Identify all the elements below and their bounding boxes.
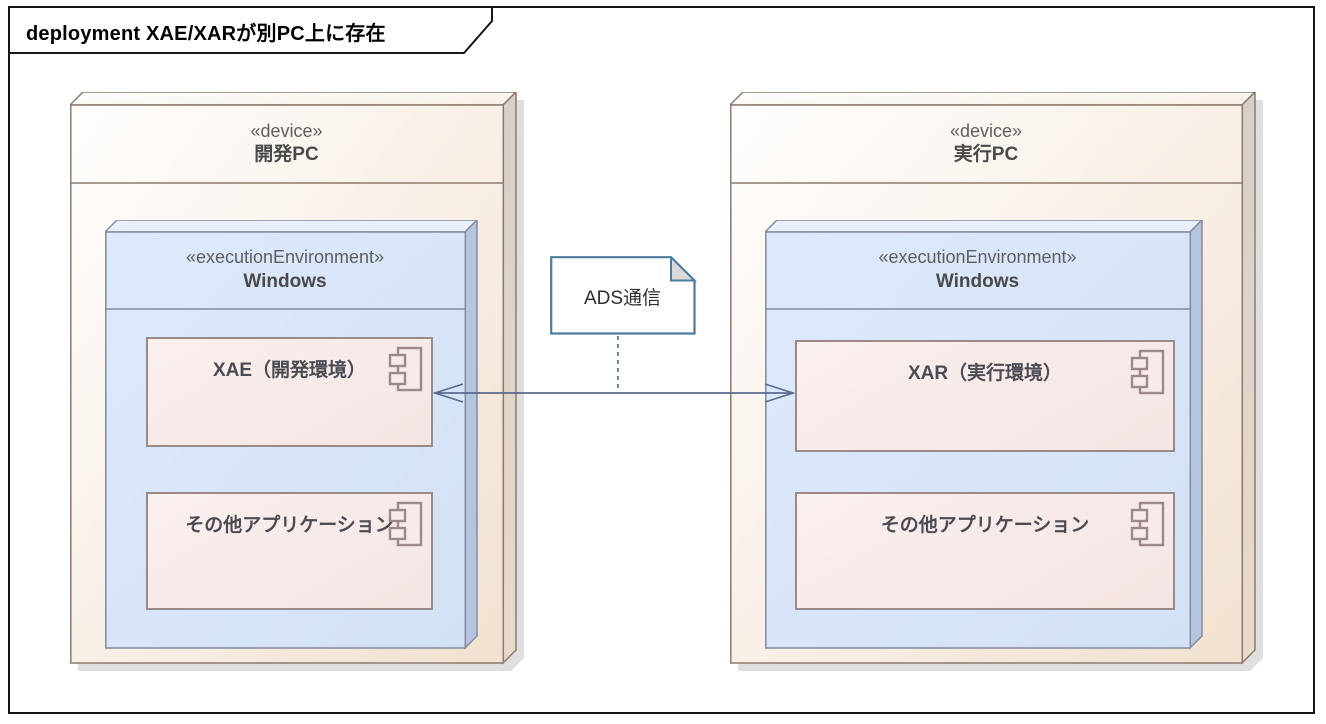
env-windows-left-stereotype: «executionEnvironment» bbox=[185, 247, 385, 268]
note-link-dashed-line bbox=[617, 336, 619, 390]
component-xae-label: XAE（開発環境） bbox=[212, 360, 367, 381]
component-other-apps-right: その他アプリケーション bbox=[795, 492, 1175, 610]
env-windows-left-header: «executionEnvironment» Windows bbox=[105, 232, 465, 309]
device-exec-pc-name: 実行PC bbox=[953, 144, 1019, 166]
component-xar-label: XAR（実行環境） bbox=[907, 363, 1063, 384]
device-dev-pc-stereotype: «device» bbox=[250, 120, 323, 141]
device-dev-pc-name: 開発PC bbox=[254, 144, 319, 166]
component-other-apps-left-label: その他アプリケーション bbox=[185, 515, 394, 536]
note-shape bbox=[550, 256, 697, 335]
diagram-title: deployment XAE/XARが別PC上に存在 bbox=[26, 23, 386, 45]
env-windows-right-stereotype: «executionEnvironment» bbox=[878, 247, 1077, 268]
component-icon bbox=[388, 501, 423, 547]
component-icon bbox=[1130, 349, 1165, 395]
note-folded-corner-icon bbox=[670, 256, 697, 282]
connector-xae-xar bbox=[433, 383, 795, 403]
env-windows-left-name: Windows bbox=[243, 270, 327, 292]
component-icon bbox=[1130, 501, 1165, 547]
component-other-apps-left: その他アプリケーション bbox=[146, 492, 433, 610]
diagram-frame bbox=[8, 6, 1315, 714]
frame-tab bbox=[8, 6, 493, 54]
env-windows-right-header: «executionEnvironment» Windows bbox=[765, 232, 1190, 309]
device-dev-pc-header: «device» 開発PC bbox=[70, 105, 503, 183]
note-ads-label: ADS通信 bbox=[583, 287, 662, 309]
component-other-apps-right-label: その他アプリケーション bbox=[880, 515, 1090, 536]
env-windows-right-name: Windows bbox=[935, 270, 1020, 292]
device-exec-pc-stereotype: «device» bbox=[949, 120, 1023, 141]
device-exec-pc-header: «device» 実行PC bbox=[730, 105, 1242, 183]
component-xar: XAR（実行環境） bbox=[795, 340, 1175, 452]
component-icon bbox=[388, 346, 423, 392]
component-xae: XAE（開発環境） bbox=[146, 337, 433, 447]
